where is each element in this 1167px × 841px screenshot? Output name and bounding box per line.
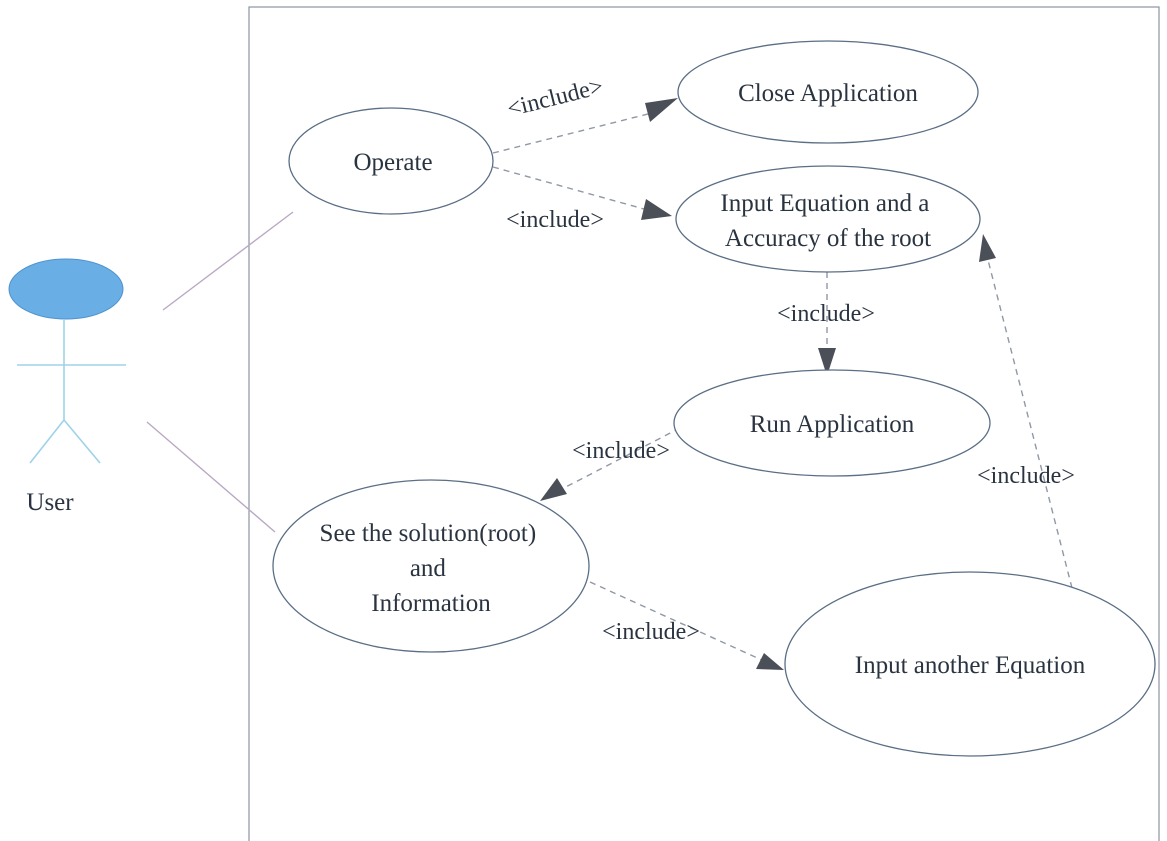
include-label-operate-input: <include> bbox=[506, 207, 604, 233]
use-case-run-application[interactable]: Run Application bbox=[673, 369, 991, 477]
arrowhead-another-input bbox=[979, 234, 996, 262]
use-case-operate[interactable]: Operate bbox=[288, 107, 494, 215]
actor-label: User bbox=[26, 489, 74, 516]
use-case-see-solution-shape bbox=[272, 479, 590, 653]
use-case-run-application-line-1: Run Application bbox=[750, 411, 915, 438]
actor-head bbox=[8, 258, 124, 320]
use-case-operate-shape bbox=[288, 107, 494, 215]
arrowhead-operate-close bbox=[645, 98, 678, 122]
system-boundary bbox=[248, 6, 1160, 841]
association-user-operate bbox=[162, 211, 294, 311]
use-case-close-application-shape bbox=[677, 40, 979, 144]
use-case-see-solution-line-3: Information bbox=[371, 590, 491, 617]
arrowhead-operate-input bbox=[641, 199, 672, 220]
actor-user[interactable]: User bbox=[8, 258, 126, 516]
include-line-operate-close bbox=[492, 112, 653, 154]
use-case-input-another-equation-label: Input another Equation bbox=[855, 652, 1086, 679]
use-case-see-solution-line-1: See the solution(root) bbox=[320, 520, 537, 547]
association-user-see-solution bbox=[146, 421, 276, 533]
use-case-close-application-label: Close Application bbox=[738, 80, 918, 107]
include-label-another-input: <include> bbox=[977, 463, 1075, 489]
use-case-run-application-shape bbox=[673, 369, 991, 477]
use-case-operate-line-1: Operate bbox=[353, 149, 432, 176]
use-case-input-equation-shape bbox=[675, 165, 981, 273]
include-label-see-another: <include> bbox=[602, 619, 700, 645]
include-label-operate-close: <include> bbox=[505, 74, 606, 123]
use-case-input-equation[interactable]: Input Equation and a Accuracy of the roo… bbox=[675, 165, 981, 273]
use-case-see-solution-label: See the solution(root) and Information bbox=[320, 520, 543, 617]
arrowhead-input-run bbox=[818, 348, 836, 376]
use-case-input-another-equation-shape bbox=[784, 571, 1156, 757]
include-label-run-see: <include> bbox=[572, 438, 670, 464]
use-case-see-solution-line-2: and bbox=[410, 555, 447, 582]
actor-right-leg bbox=[63, 419, 101, 464]
use-case-operate-label: Operate bbox=[353, 149, 432, 176]
use-case-close-application[interactable]: Close Application bbox=[677, 40, 979, 144]
use-case-input-another-equation-line-1: Input another Equation bbox=[855, 652, 1086, 679]
use-case-input-equation-line-2: Accuracy of the root bbox=[725, 225, 931, 252]
arrowhead-see-another bbox=[756, 653, 784, 670]
arrowhead-run-see bbox=[540, 478, 567, 501]
include-line-operate-input bbox=[492, 166, 645, 210]
include-line-run-see bbox=[559, 427, 681, 491]
include-line-see-another bbox=[589, 581, 765, 662]
use-case-input-equation-label: Input Equation and a Accuracy of the roo… bbox=[720, 190, 935, 252]
use-case-see-solution[interactable]: See the solution(root) and Information bbox=[272, 479, 590, 653]
use-case-input-another-equation[interactable]: Input another Equation bbox=[784, 571, 1156, 757]
actor-left-leg bbox=[29, 419, 65, 464]
use-case-run-application-label: Run Application bbox=[750, 411, 915, 438]
include-label-input-run: <include> bbox=[777, 301, 875, 327]
include-line-another-input bbox=[987, 259, 1073, 589]
use-case-input-equation-line-1: Input Equation and a bbox=[720, 190, 929, 217]
use-case-close-application-line-1: Close Application bbox=[738, 80, 918, 107]
